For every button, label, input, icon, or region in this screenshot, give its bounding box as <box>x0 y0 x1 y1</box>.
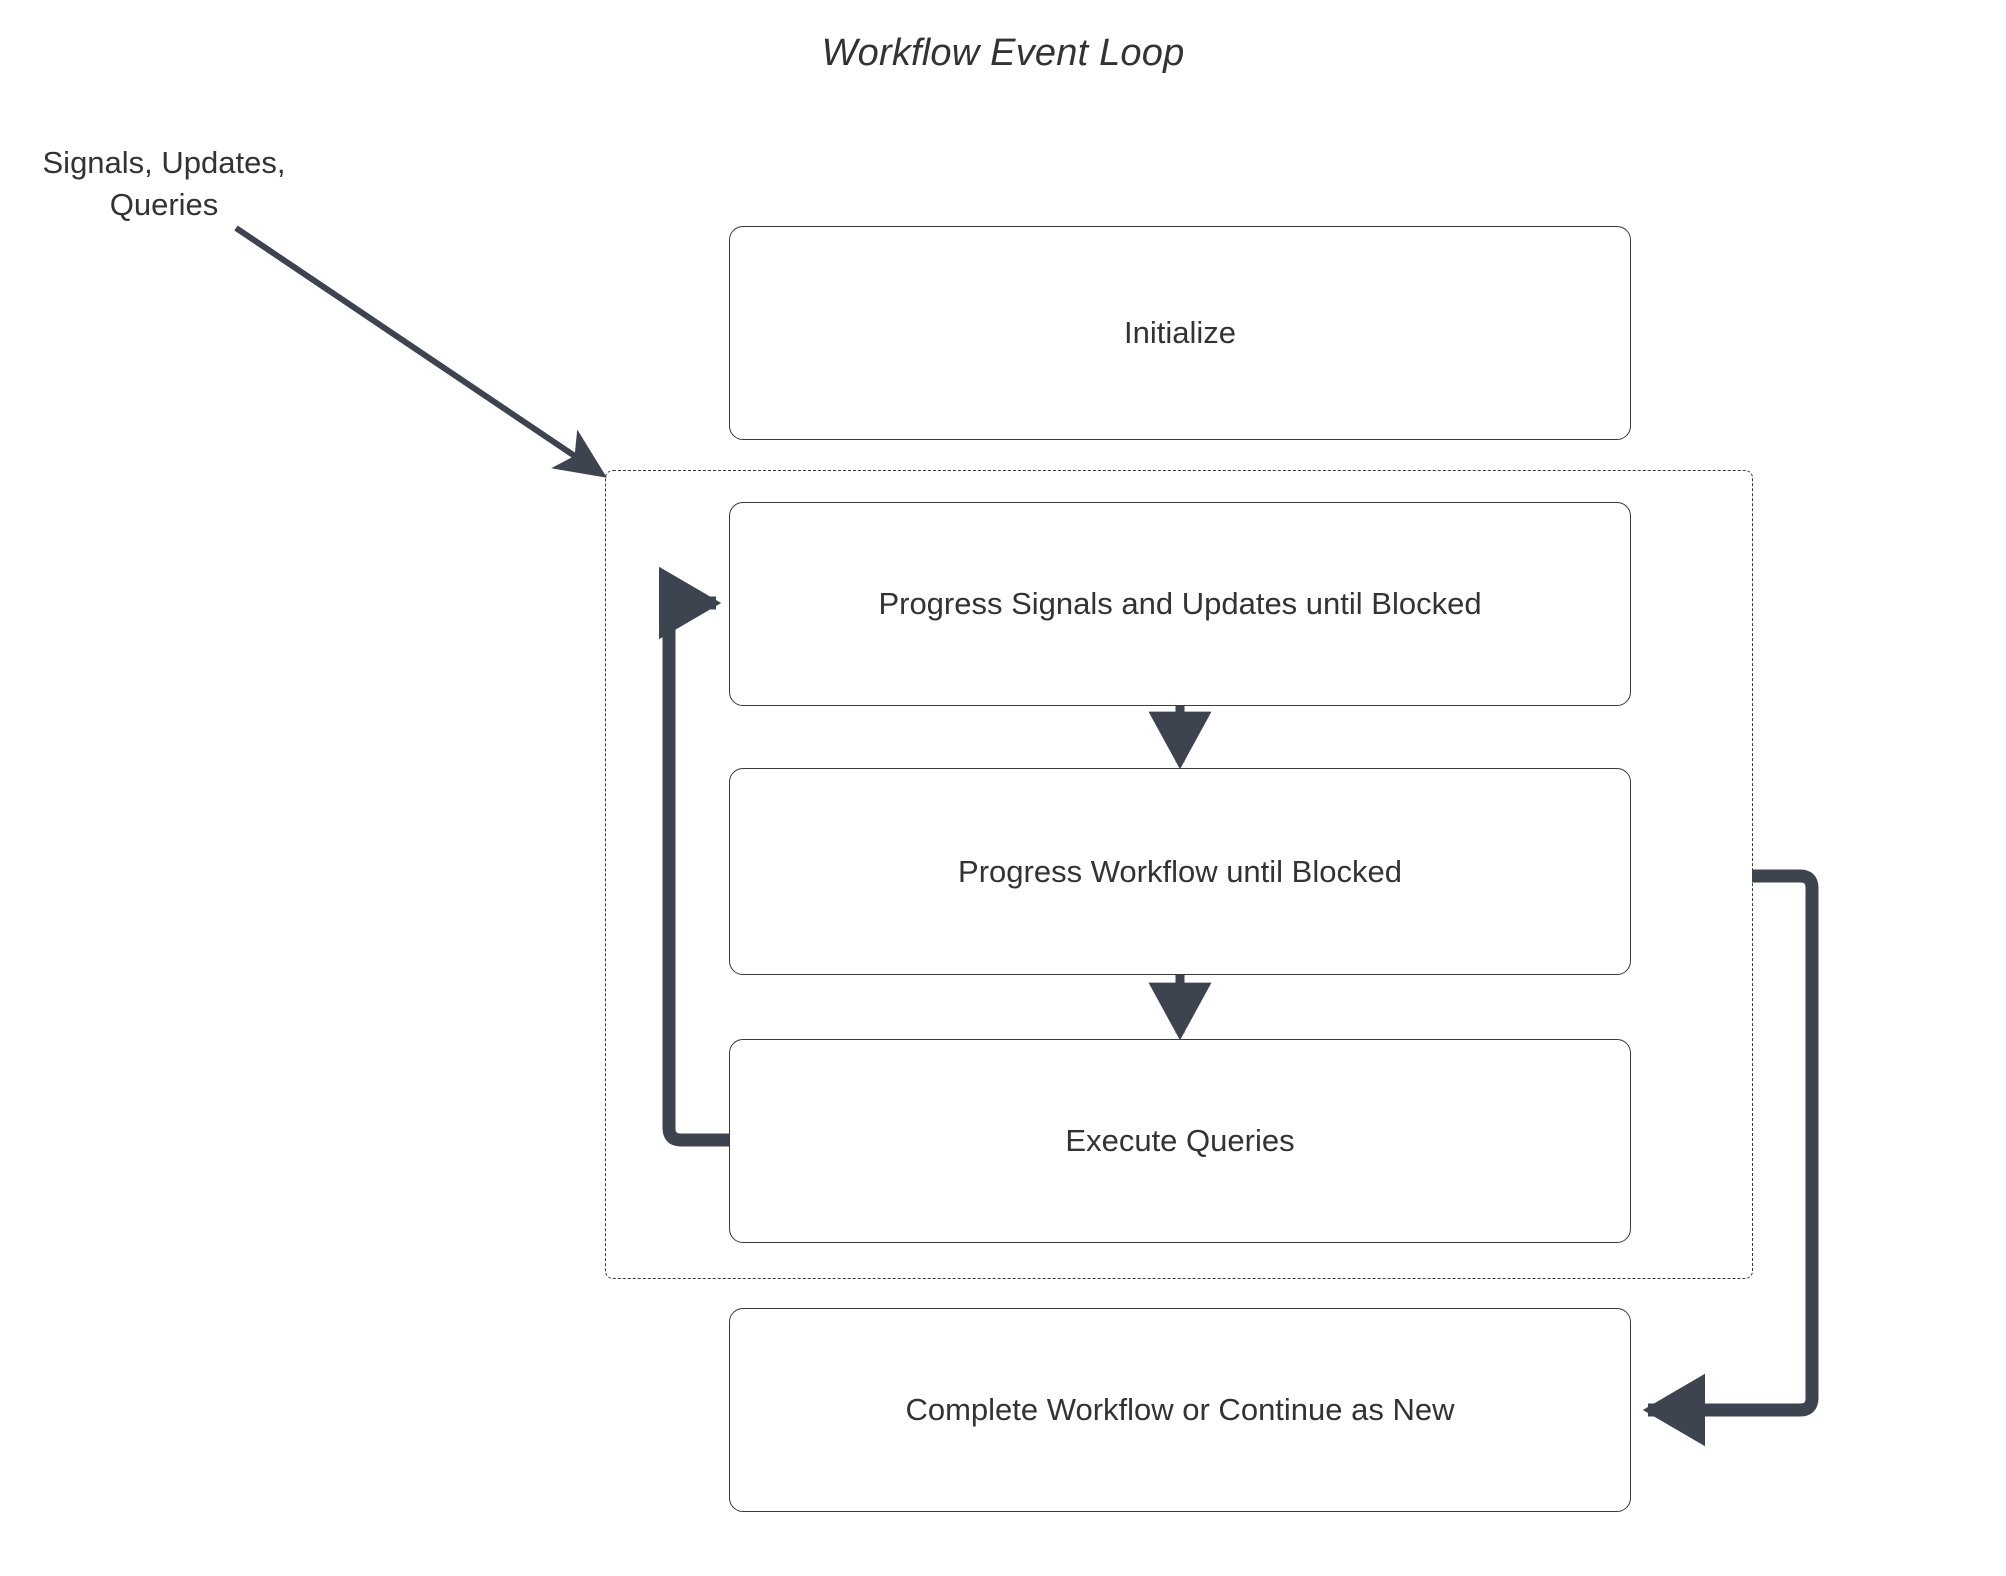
node-progress-workflow-label: Progress Workflow until Blocked <box>958 853 1402 889</box>
edge-external-input <box>234 225 607 478</box>
node-progress-signals[interactable]: Progress Signals and Updates until Block… <box>729 502 1631 706</box>
node-complete-workflow[interactable]: Complete Workflow or Continue as New <box>729 1308 1631 1512</box>
node-execute-queries-label: Execute Queries <box>1065 1123 1295 1158</box>
node-initialize[interactable]: Initialize <box>729 226 1631 440</box>
node-progress-workflow[interactable]: Progress Workflow until Blocked <box>729 768 1631 975</box>
node-complete-workflow-label: Complete Workflow or Continue as New <box>905 1392 1455 1427</box>
node-execute-queries[interactable]: Execute Queries <box>729 1039 1631 1243</box>
page-title: Workflow Event Loop <box>821 32 1185 74</box>
external-input-label: Signals, Updates, Queries <box>42 145 286 222</box>
node-progress-signals-label: Progress Signals and Updates until Block… <box>878 586 1482 621</box>
node-initialize-label: Initialize <box>1124 315 1236 350</box>
